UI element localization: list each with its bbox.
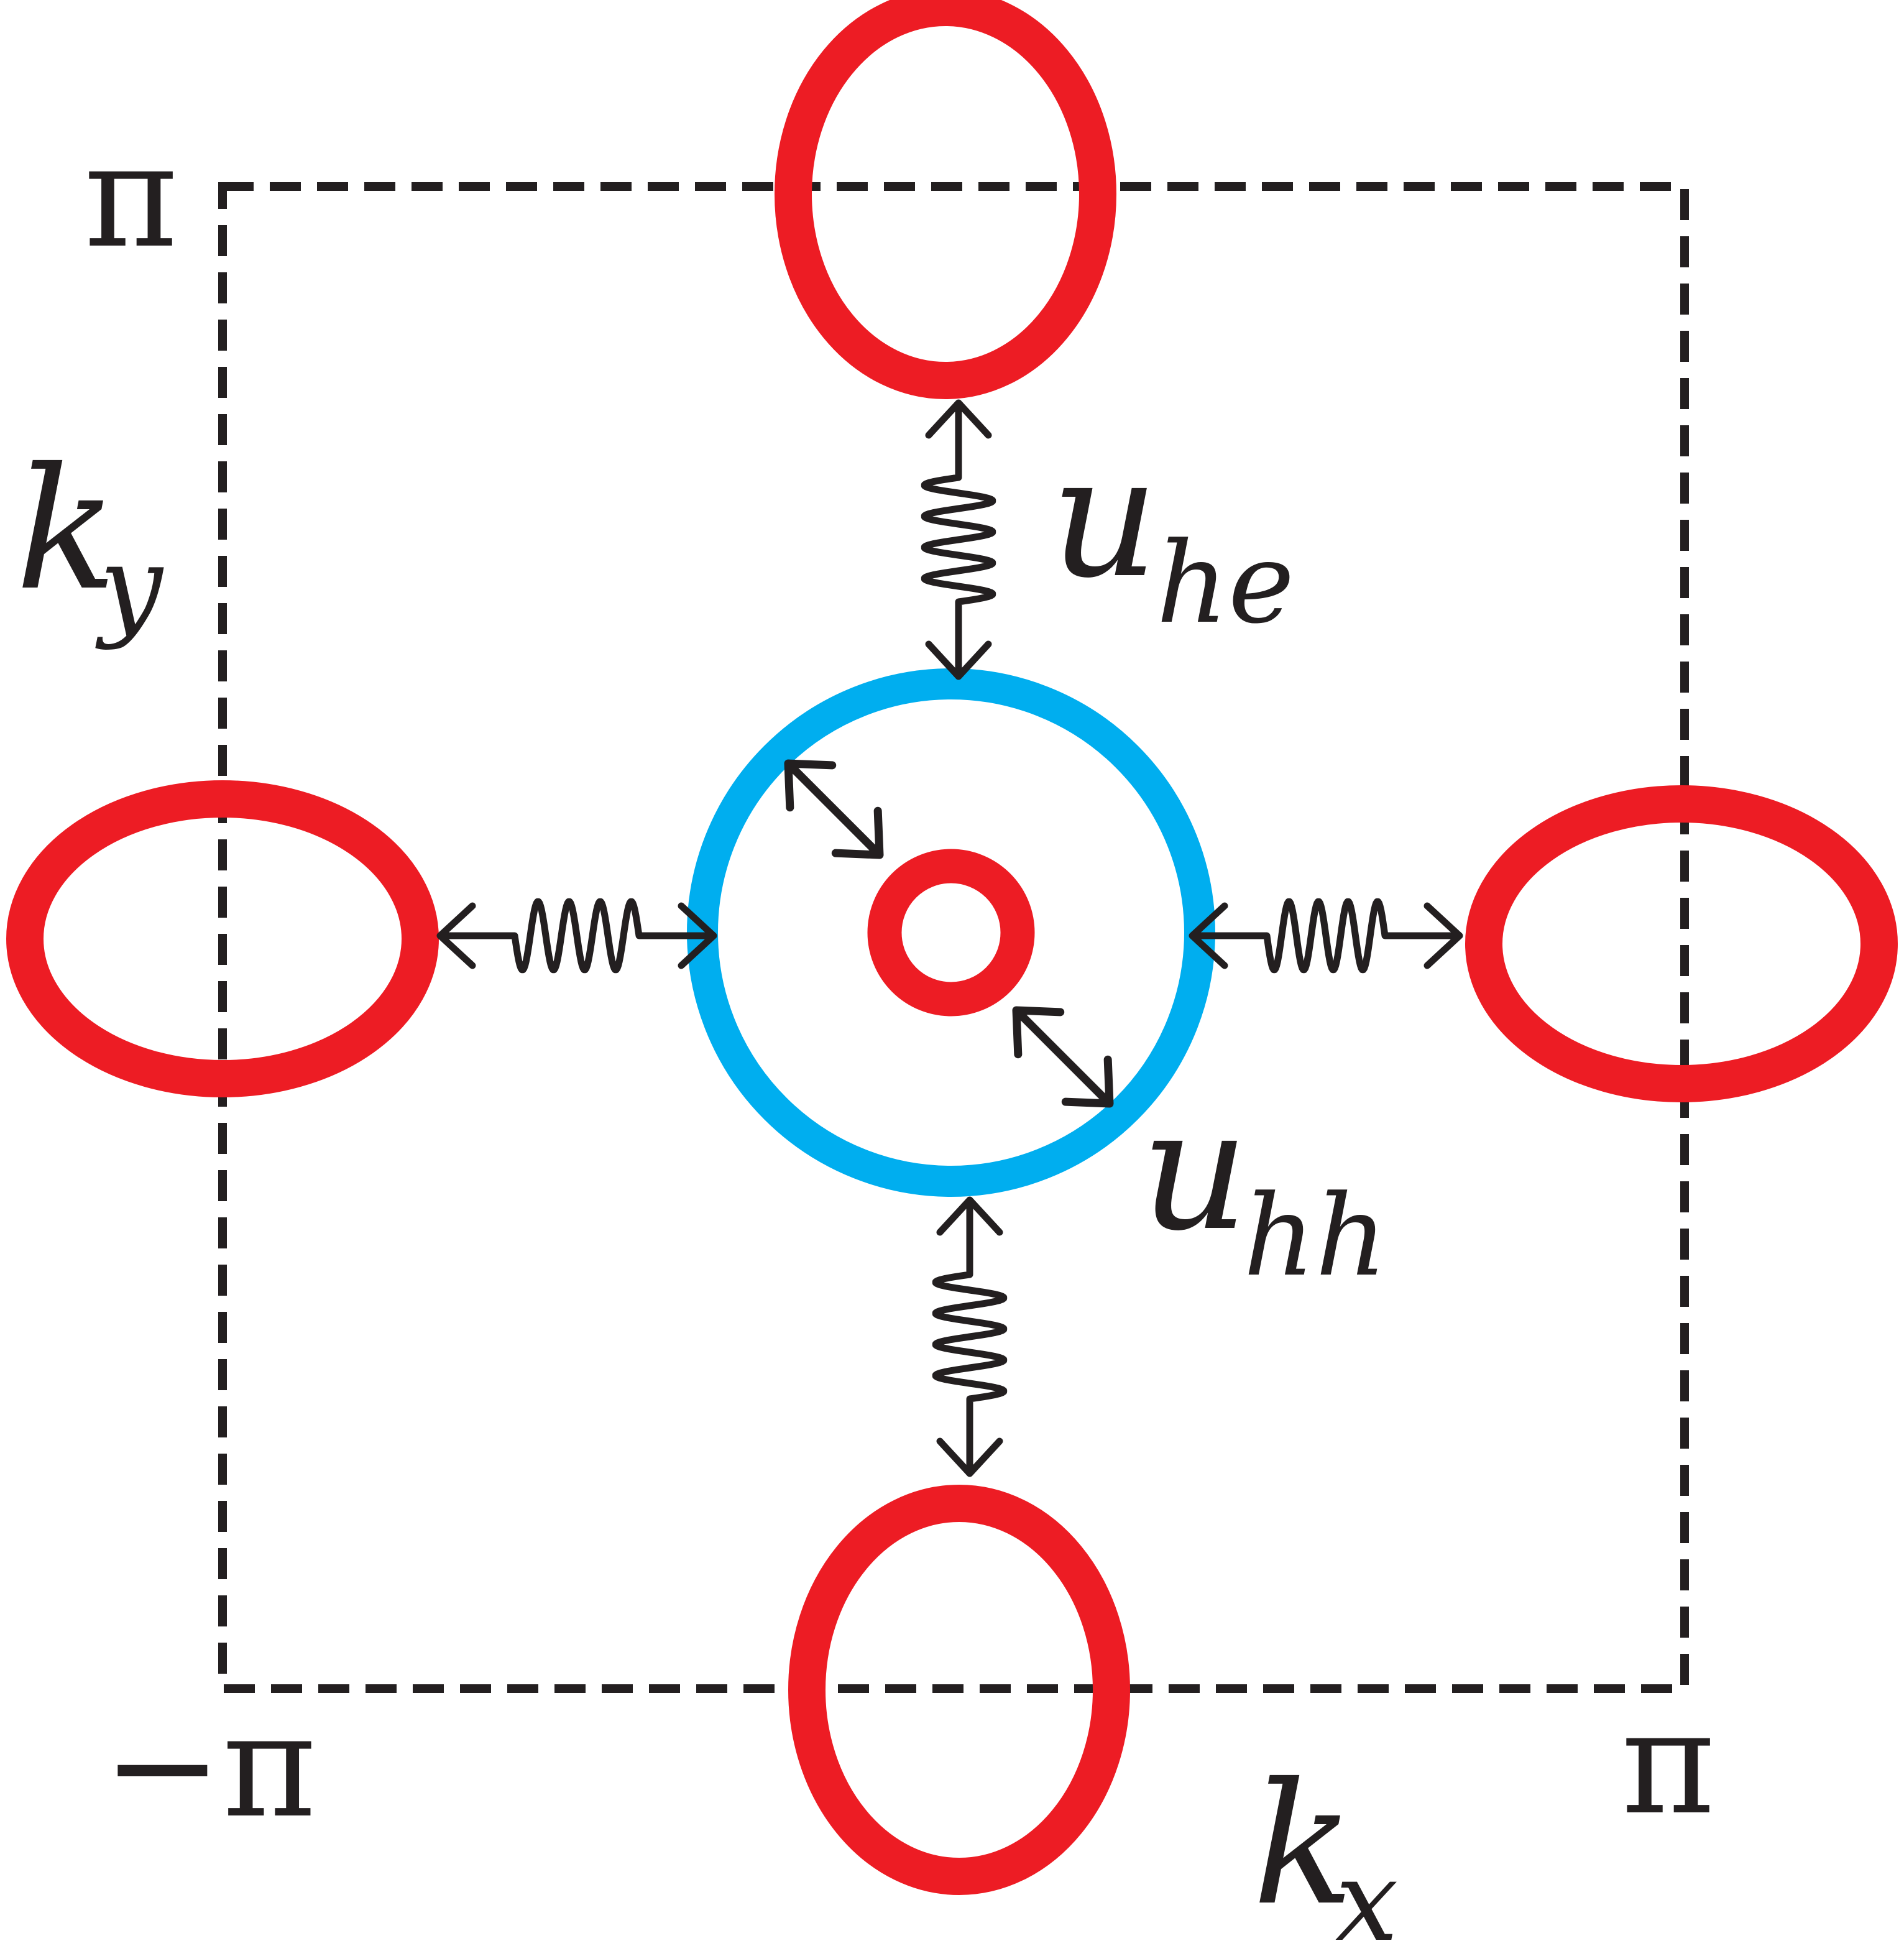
electron-pocket-bottom <box>788 1485 1130 1895</box>
kx-main: k <box>1253 1746 1354 1942</box>
minus-pi-label: −π <box>103 1684 316 1850</box>
pi-top-label: π <box>84 114 178 280</box>
wavy-arrow-bottom <box>932 1196 1008 1477</box>
pi-right-label: π <box>1621 1681 1715 1847</box>
hole-pocket-inner <box>867 849 1035 1017</box>
electron-pocket-top <box>775 0 1116 399</box>
uhe-main: u <box>1051 419 1159 615</box>
uhh-subscript: hh <box>1243 1171 1387 1301</box>
uhe-label: u he <box>1051 419 1294 648</box>
hole-pocket-outer <box>687 668 1215 1197</box>
uhe-subscript: he <box>1156 519 1294 648</box>
interaction-arrows <box>436 399 1463 1477</box>
kx-subscript: x <box>1335 1837 1399 1951</box>
wavy-arrow-right <box>1189 898 1463 974</box>
ky-axis-label: k y <box>16 431 164 652</box>
straight-arrow-lower-right <box>1012 1006 1114 1108</box>
kx-axis-label: k x <box>1253 1746 1399 1951</box>
wavy-arrow-top <box>921 399 996 680</box>
straight-arrow-upper-left <box>784 759 884 859</box>
ky-subscript: y <box>95 522 164 652</box>
ky-main: k <box>16 431 117 627</box>
electron-pocket-right <box>1465 785 1898 1102</box>
uhh-main: u <box>1141 1072 1249 1268</box>
uhh-label: u hh <box>1141 1072 1387 1301</box>
brillouin-zone-boundary <box>218 182 1689 1693</box>
electron-pocket-left <box>6 780 439 1097</box>
wavy-arrow-left <box>436 898 717 974</box>
